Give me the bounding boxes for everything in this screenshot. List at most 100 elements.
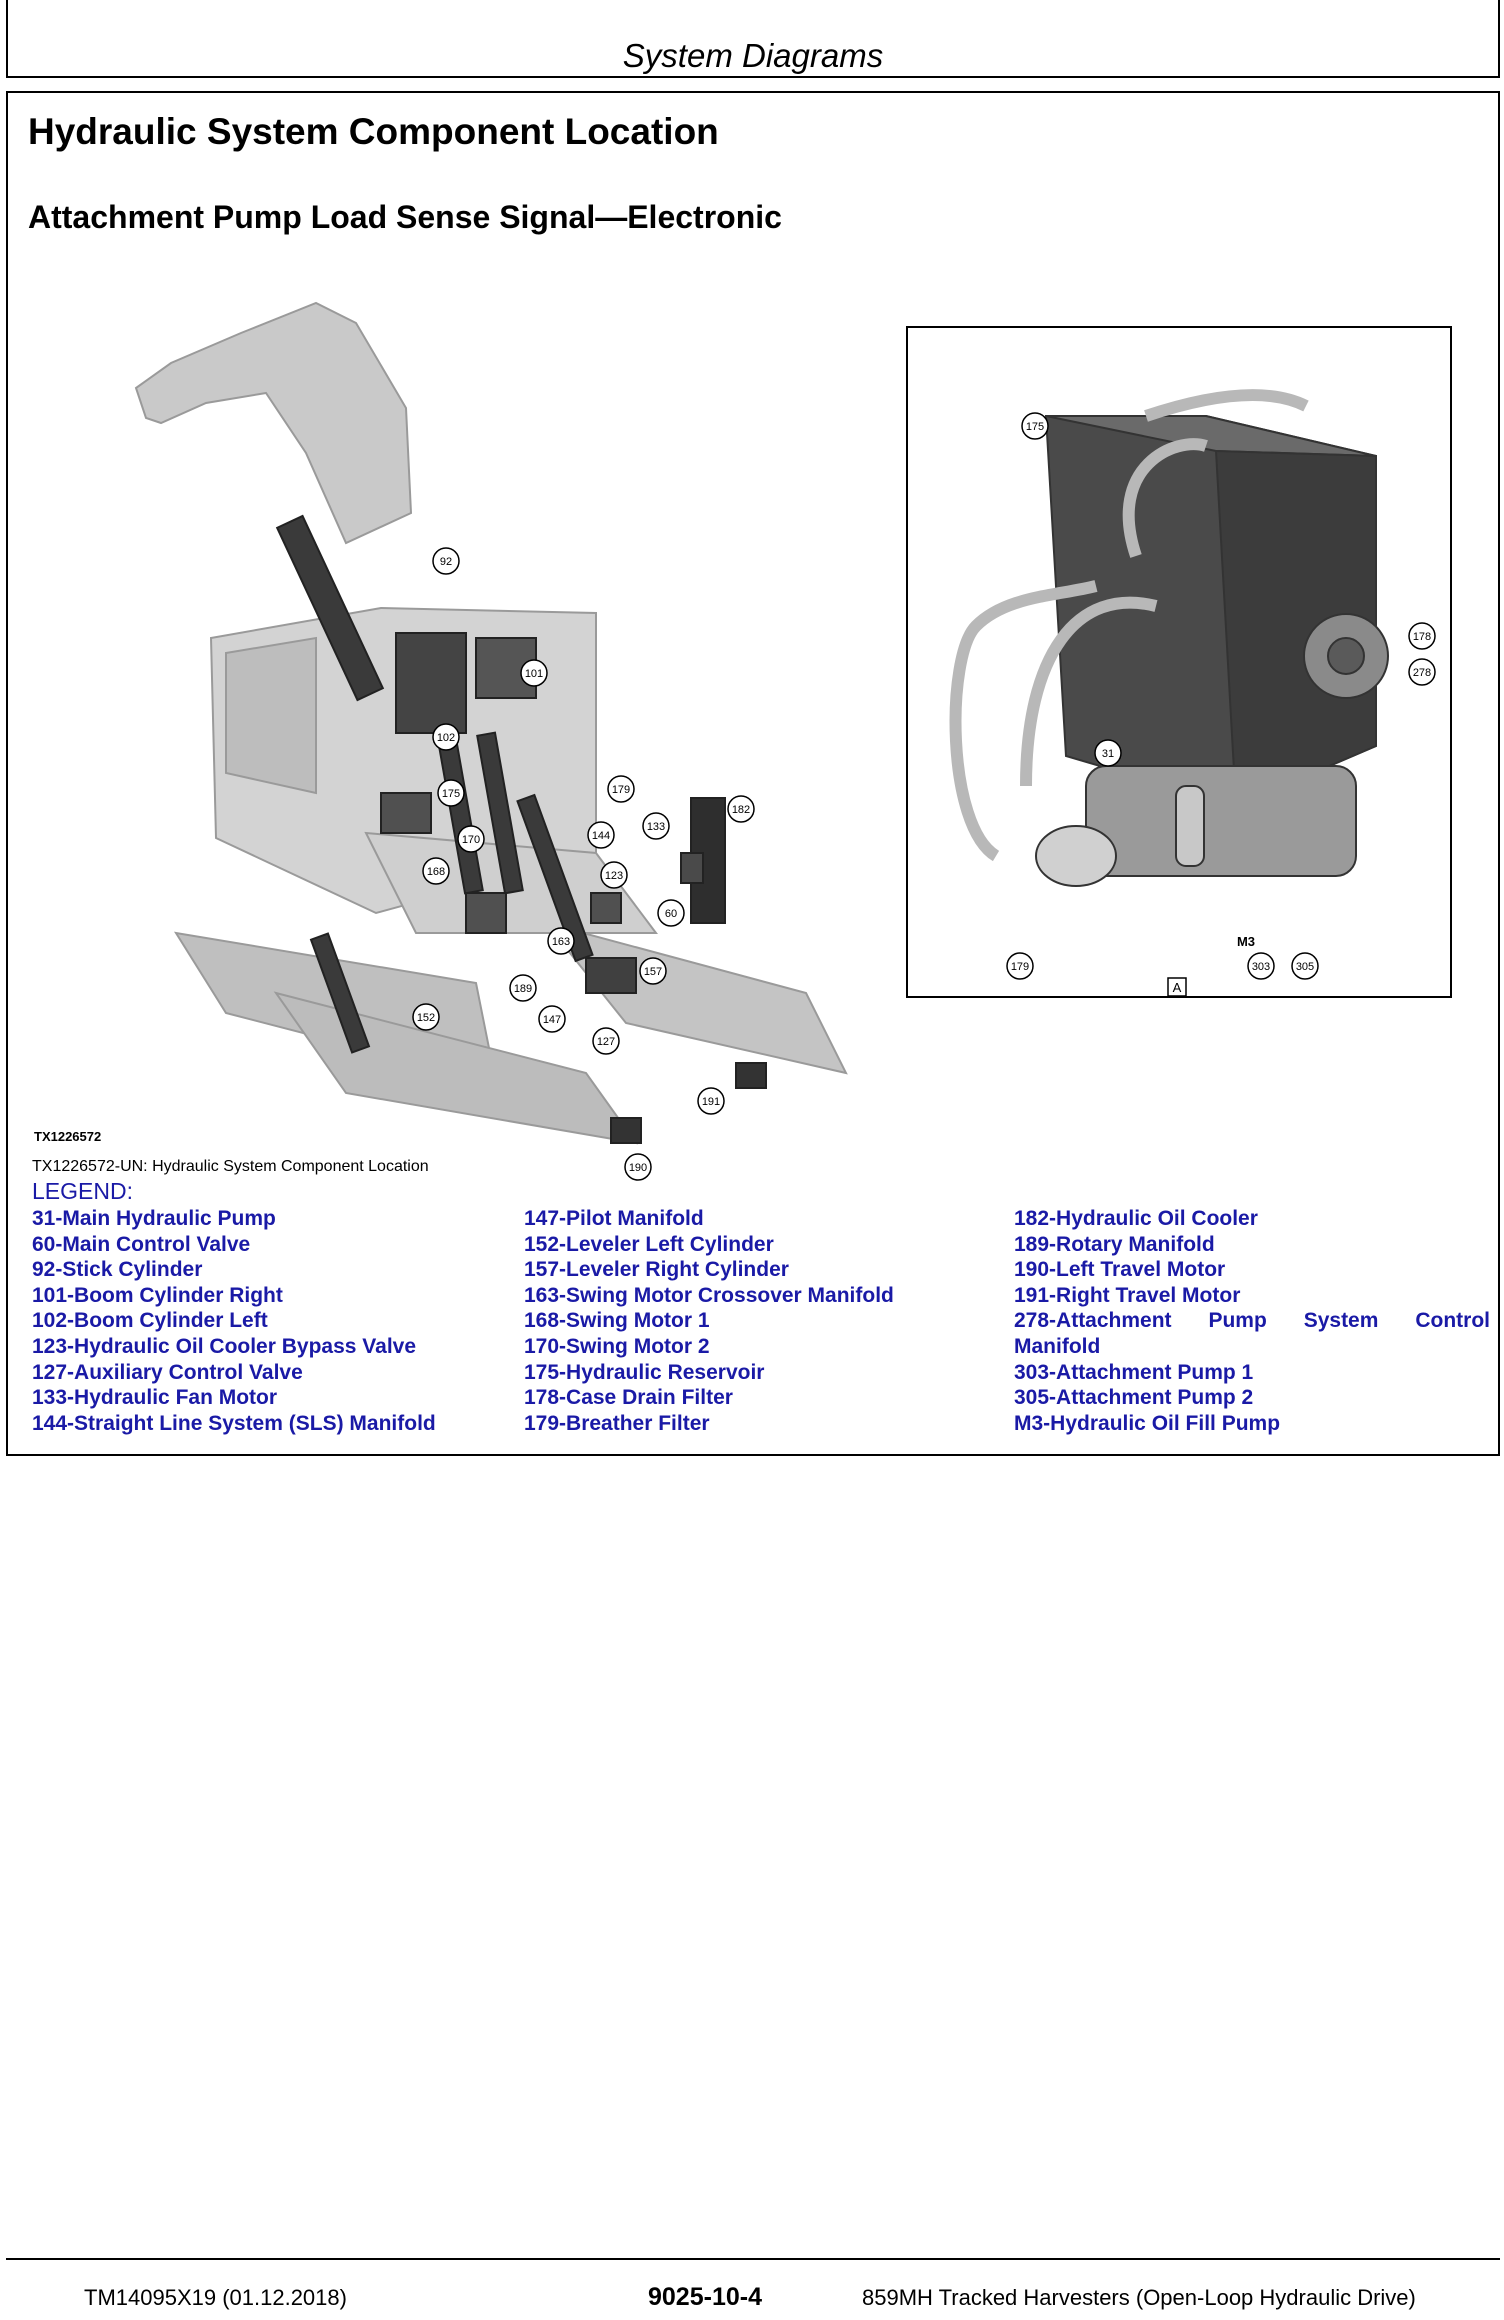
figure-caption: TX1226572-UN: Hydraulic System Component… [32,1158,429,1175]
document-number: TM14095X19 (01.12.2018) [84,2285,347,2310]
legend-item: 92-Stick Cylinder [32,1258,203,1282]
callout-circle [432,723,460,751]
legend-item: 157-Leveler Right Cylinder [524,1258,789,1282]
callout-circle [600,861,628,889]
legend-item: 31-Main Hydraulic Pump [32,1207,276,1230]
callout-label: 101 [525,668,543,680]
callout-circle [520,659,548,687]
legend-item: 178-Case Drain Filter [524,1386,733,1410]
callout-circle [457,825,485,853]
callout-circle [538,1005,566,1033]
callout-label: 305 [1296,961,1314,973]
callout-circle [624,1153,652,1181]
page-header: System Diagrams [6,0,1500,78]
legend-item: 147-Pilot Manifold [524,1207,704,1230]
callout-circle [1094,739,1122,767]
callout-label: 133 [647,821,665,833]
callout-circle [1021,412,1049,440]
legend-item: 60-Main Control Valve [32,1232,251,1256]
callout-circle [587,821,615,849]
callout-label: 31 [1102,748,1114,760]
section-title: System Diagrams [622,37,884,74]
callout-label: 144 [592,830,610,842]
reservoir-detail-illustration: 175 178 278 31 179 303 305 A M3 [906,326,1452,998]
footer-rule [6,2258,1500,2260]
figure-id: TX1226572 [34,1129,102,1144]
legend-item: 303-Attachment Pump 1 [1014,1360,1254,1384]
callout-label: 102 [437,732,455,744]
legend-item: 190-Left Travel Motor [1014,1258,1226,1282]
legend-item: 127-Auxiliary Control Valve [32,1360,303,1384]
legend-item: 305-Attachment Pump 2 [1014,1386,1254,1410]
legend-item: 144-Straight Line System (SLS) Manifold [32,1411,436,1435]
callout-circle [437,779,465,807]
callout-circle [422,857,450,885]
legend-item: 101-Boom Cylinder Right [32,1283,283,1307]
legend-item-justified: 278-Attachment Pump System Control [1014,1308,1490,1334]
callout-label: 157 [644,966,662,978]
model-title: 859MH Tracked Harvesters (Open-Loop Hydr… [862,2285,1416,2310]
page-title: Hydraulic System Component Location [28,111,719,152]
callout-circle [642,812,670,840]
callout-circle [1408,658,1436,686]
callout-label: 127 [597,1036,615,1048]
callout-circle [592,1027,620,1055]
callout-circle [697,1087,725,1115]
legend-word: Control [1415,1309,1490,1333]
callout-circle [412,1003,440,1031]
callout-circle [727,795,755,823]
legend-item: 152-Leveler Left Cylinder [524,1232,774,1256]
legend-item: 182-Hydraulic Oil Cooler [1014,1207,1258,1230]
callout-label: 170 [462,834,480,846]
legend-item: 189-Rotary Manifold [1014,1232,1215,1256]
callout-label: 189 [514,983,532,995]
legend-item: M3-Hydraulic Oil Fill Pump [1014,1411,1281,1435]
callout-label: 191 [702,1096,720,1108]
legend-item: Manifold [1014,1334,1101,1358]
m3-label: M3 [1237,934,1255,949]
callout-circle [1006,952,1034,980]
legend-word: Pump [1208,1309,1267,1333]
callout-label: 175 [1026,421,1044,433]
callout-label: 92 [440,556,452,568]
detail-marker: A [1173,980,1182,995]
legend-item: 133-Hydraulic Fan Motor [32,1386,278,1410]
page-number: 9025-10-4 [648,2283,762,2311]
legend-item: 191-Right Travel Motor [1014,1283,1241,1307]
callout-label: 190 [629,1162,647,1174]
callout-circle [657,899,685,927]
legend-item: 102-Boom Cylinder Left [32,1309,268,1333]
callout-label: 123 [605,870,623,882]
legend-item: 179-Breather Filter [524,1411,710,1435]
legend-item: 168-Swing Motor 1 [524,1309,710,1333]
legend-word: System [1303,1309,1379,1333]
legend-column-3: 182-Hydraulic Oil Cooler 189-Rotary Mani… [1014,1206,1490,1436]
legend-item: 123-Hydraulic Oil Cooler Bypass Valve [32,1334,417,1358]
callout-label: 182 [732,804,750,816]
legend-item: 163-Swing Motor Crossover Manifold [524,1283,894,1307]
callout-label: 179 [612,784,630,796]
callout-label: 60 [665,908,677,920]
legend-column-1: 31-Main Hydraulic Pump 60-Main Control V… [32,1206,502,1436]
legend-word: 278-Attachment [1014,1309,1172,1333]
callout-label: 175 [442,788,460,800]
legend-column-2: 147-Pilot Manifold 152-Leveler Left Cyli… [524,1206,994,1436]
callout-circle [1408,622,1436,650]
callout-label: 179 [1011,961,1029,973]
content-frame: Hydraulic System Component Location Atta… [6,91,1500,1456]
callout-circle [607,775,635,803]
callout-label: 147 [543,1014,561,1026]
callout-circle [547,927,575,955]
callout-label: 168 [427,866,445,878]
callout-circle [639,957,667,985]
callout-circle [1247,952,1275,980]
callout-label: 278 [1413,667,1431,679]
legend-item: 175-Hydraulic Reservoir [524,1360,765,1384]
callout-circle [509,974,537,1002]
callout-label: 178 [1413,631,1431,643]
page-subtitle: Attachment Pump Load Sense Signal—Electr… [28,199,782,235]
legend-item: 170-Swing Motor 2 [524,1334,710,1358]
callout-label: 303 [1252,961,1270,973]
callout-circle [432,547,460,575]
